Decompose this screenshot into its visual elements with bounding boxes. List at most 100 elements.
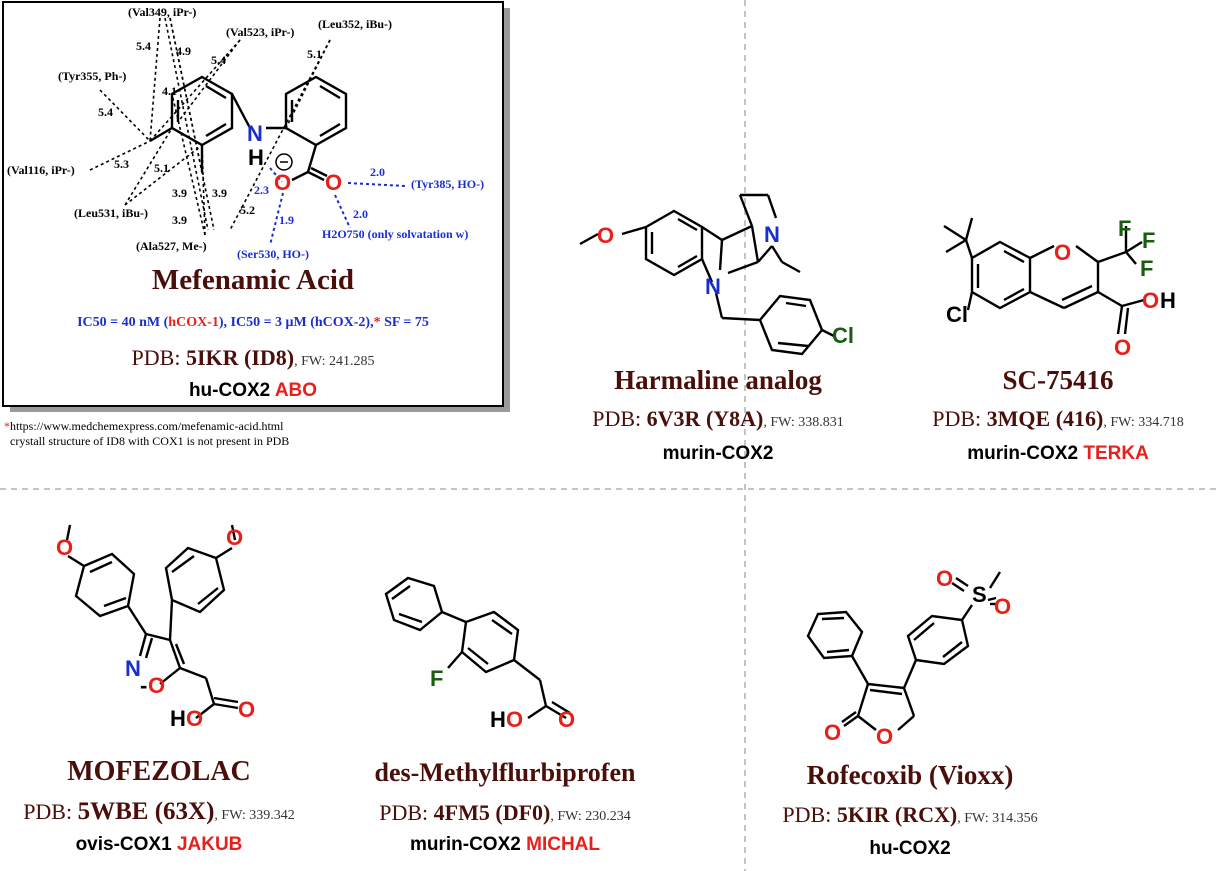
res-tyr355: (Tyr355, Ph-) — [58, 69, 126, 83]
flurbiprofen-structure — [384, 576, 571, 720]
pdb-prefix: PDB: — [592, 406, 647, 431]
harmaline-cl-atom: Cl — [832, 323, 854, 348]
harmaline-pdb: PDB: 6V3R (Y8A), FW: 338.831 — [568, 406, 868, 432]
mefenamic-ic50: IC50 = 40 nM (hCOX-1), IC50 = 3 μM (hCOX… — [3, 315, 503, 331]
fw-value: , FW: 314.356 — [957, 811, 1038, 826]
rofecoxib-o-sulfonyl: O — [994, 594, 1011, 619]
mofezolac-organism: ovis-COX1 JAKUB — [0, 834, 318, 856]
sc75416-o-hydroxyl: O — [1142, 288, 1159, 313]
person-label: TERKA — [1083, 443, 1149, 464]
mefenamic-contacts — [89, 17, 331, 236]
flurbiprofen-h-atom: H — [490, 707, 506, 732]
sc75416-o-ring: O — [1054, 240, 1071, 265]
distance-label: 5.4 — [136, 39, 151, 53]
distance-label: 5.1 — [154, 161, 169, 175]
mofezolac-o-methoxy: O — [226, 525, 243, 550]
pdb-prefix: PDB: — [379, 800, 434, 825]
rofecoxib-organism: hu-COX2 — [869, 838, 951, 859]
distance-label: 3.9 — [212, 186, 227, 200]
distance-label: 3.9 — [172, 186, 187, 200]
mefenamic-o-carbonyl: O — [325, 170, 342, 195]
ic50-part1: IC50 = 40 nM ( — [77, 315, 169, 330]
distance-label: 2.3 — [254, 183, 269, 197]
footnote-star: * — [4, 419, 10, 433]
fw-value: , FW: 338.831 — [763, 415, 844, 430]
flurbiprofen-title: des-Methylflurbiprofen — [374, 758, 636, 787]
distance-label: 5.1 — [307, 47, 322, 61]
person-label: MICHAL — [526, 834, 601, 855]
organism-label: murin-COX2 — [409, 834, 521, 855]
fw-value: , FW: 241.285 — [294, 354, 375, 369]
flurbiprofen-o-hydroxyl: O — [506, 707, 523, 732]
harmaline-title: Harmaline analog — [614, 365, 822, 395]
res-tyr385: (Tyr385, HO-) — [411, 177, 484, 191]
distance-label: 4.1 — [162, 84, 177, 98]
sc75416-structure — [943, 217, 1145, 335]
distance-label: 1.9 — [279, 213, 294, 227]
mofezolac-title: MOFEZOLAC — [67, 756, 251, 787]
ic50-star: * — [373, 315, 381, 330]
res-ala527: (Ala527, Me-) — [136, 239, 207, 253]
mofezolac-o-hydroxyl: O — [186, 706, 203, 731]
pdb-prefix: PDB: — [782, 802, 837, 827]
pdb-code: 3MQE (416) — [986, 406, 1104, 431]
rofecoxib-title: Rofecoxib (Vioxx) — [806, 760, 1014, 790]
distance-label: 3.9 — [172, 213, 187, 227]
mofezolac-n-atom: N — [125, 656, 141, 681]
mefenamic-pdb: PDB: 5IKR (ID8), FW: 241.285 — [3, 345, 503, 371]
flurbiprofen-o-carbonyl: O — [558, 707, 575, 732]
rofecoxib-o-ring: O — [876, 724, 893, 749]
footnote-text: https://www.medchemexpress.com/mefenamic… — [10, 419, 284, 433]
fw-value: , FW: 334.718 — [1103, 415, 1184, 430]
harmaline-organism: murin-COX2 — [662, 443, 774, 464]
res-ser530: (Ser530, HO-) — [237, 247, 309, 261]
pdb-code: 5WBE (63X) — [77, 798, 215, 825]
mofezolac-o-ring: O — [148, 673, 165, 698]
fw-value: , FW: 339.342 — [214, 808, 295, 823]
person-label: JAKUB — [176, 834, 243, 855]
pdb-code: 6V3R (Y8A) — [646, 406, 764, 431]
mofezolac-structure — [65, 524, 239, 719]
rofecoxib-structure — [806, 571, 1002, 731]
distance-label: 2.0 — [353, 207, 368, 221]
distance-label: 4.9 — [176, 44, 191, 58]
res-water: H2O750 (only solvatation w) — [322, 227, 468, 241]
res-leu352: (Leu352, iBu-) — [318, 17, 392, 31]
mofezolac-o-carbonyl: O — [238, 697, 255, 722]
mofezolac-pdb: PDB: 5WBE (63X), FW: 339.342 — [0, 798, 318, 826]
mefenamic-box — [2, 1, 504, 407]
sc75416-h-atom: H — [1160, 288, 1176, 313]
mefenamic-h-atom: H — [248, 145, 264, 170]
organism-label: ovis-COX1 — [75, 834, 172, 855]
mofezolac-dash: - — [140, 673, 147, 698]
distance-label: 5.4 — [211, 53, 226, 67]
harmaline-n-indole: N — [705, 274, 721, 299]
pdb-prefix: PDB: — [131, 345, 186, 370]
distance-label: 5.2 — [240, 203, 255, 217]
organism-label: hu-COX2 — [188, 380, 271, 401]
sc75416-title: SC-75416 — [1002, 365, 1114, 395]
organism-label: murin-COX2 — [967, 443, 1079, 464]
pdb-code: 5KIR (RCX) — [836, 802, 958, 827]
sc75416-f-atom: F — [1142, 228, 1155, 253]
rofecoxib-s-atom: S — [972, 582, 987, 607]
mefenamic-title: Mefenamic Acid — [151, 264, 355, 296]
ic50-part3: SF = 75 — [380, 315, 429, 330]
ic50-enzyme1: hCOX-1 — [168, 315, 219, 330]
pdb-prefix: PDB: — [23, 799, 78, 824]
res-val349: (Val349, iPr-) — [128, 5, 196, 19]
pdb-code: 4FM5 (DF0) — [433, 800, 551, 825]
sc75416-f-atom: F — [1140, 256, 1153, 281]
flurbiprofen-pdb: PDB: 4FM5 (DF0), FW: 230.234 — [345, 800, 665, 826]
mofezolac-o-methoxy: O — [56, 535, 73, 560]
person-label: ABO — [274, 380, 318, 401]
flurbiprofen-f-atom: F — [430, 666, 443, 691]
sc75416-o-carbonyl: O — [1114, 335, 1131, 360]
ic50-part2: ), IC50 = 3 μM (hCOX-2), — [218, 315, 374, 330]
flurbiprofen-organism: murin-COX2 MICHAL — [345, 834, 665, 856]
mefenamic-hbonds — [269, 167, 406, 246]
harmaline-n-imine: N — [764, 222, 780, 247]
mefenamic-n-atom: N — [247, 121, 263, 146]
